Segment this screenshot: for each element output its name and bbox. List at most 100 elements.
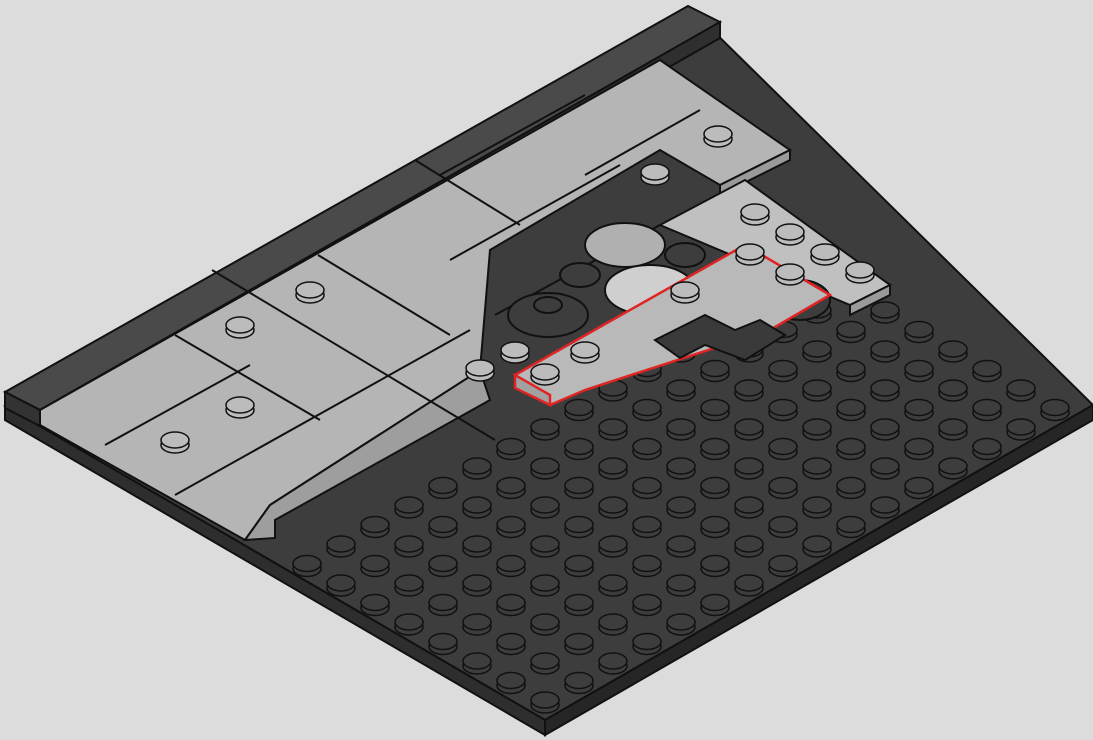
baseplate-stud	[497, 556, 525, 577]
baseplate-stud	[701, 595, 729, 616]
baseplate-stud	[599, 536, 627, 557]
baseplate-stud	[803, 536, 831, 557]
baseplate-stud	[939, 419, 967, 440]
tile-stud	[226, 397, 254, 418]
baseplate-stud	[633, 517, 661, 538]
baseplate-stud	[701, 478, 729, 499]
baseplate-stud	[837, 400, 865, 421]
baseplate-stud	[1041, 400, 1069, 421]
baseplate-stud	[463, 575, 491, 596]
baseplate-stud	[701, 556, 729, 577]
baseplate-stud	[803, 380, 831, 401]
baseplate-stud	[599, 614, 627, 635]
tile-stud	[571, 342, 599, 363]
baseplate-stud	[667, 614, 695, 635]
tile-stud	[501, 342, 529, 363]
baseplate-stud	[769, 361, 797, 382]
baseplate-stud	[497, 673, 525, 694]
tile-stud	[226, 317, 254, 338]
baseplate-stud	[429, 478, 457, 499]
baseplate-stud	[701, 361, 729, 382]
baseplate-stud	[463, 536, 491, 557]
tile-stud	[641, 164, 669, 185]
baseplate-stud	[701, 439, 729, 460]
baseplate-stud	[565, 478, 593, 499]
baseplate-stud	[429, 634, 457, 655]
baseplate-stud	[565, 595, 593, 616]
baseplate-stud	[633, 478, 661, 499]
baseplate-stud	[361, 556, 389, 577]
baseplate-stud	[803, 419, 831, 440]
baseplate-stud	[973, 439, 1001, 460]
baseplate-stud	[1007, 380, 1035, 401]
baseplate-stud	[939, 458, 967, 479]
baseplate-stud	[395, 614, 423, 635]
baseplate-stud	[497, 439, 525, 460]
baseplate-stud	[361, 595, 389, 616]
baseplate-stud	[293, 556, 321, 577]
baseplate-stud	[837, 361, 865, 382]
baseplate-stud	[837, 517, 865, 538]
tile-stud	[736, 244, 764, 265]
tile-stud	[466, 360, 494, 381]
baseplate-stud	[327, 575, 355, 596]
baseplate-stud	[531, 614, 559, 635]
baseplate-stud	[599, 458, 627, 479]
baseplate-stud	[769, 439, 797, 460]
baseplate-stud	[599, 575, 627, 596]
baseplate-stud	[871, 497, 899, 518]
baseplate-stud	[837, 478, 865, 499]
tile-stud	[811, 244, 839, 265]
baseplate-stud	[769, 478, 797, 499]
baseplate-stud	[531, 497, 559, 518]
baseplate-stud	[565, 400, 593, 421]
baseplate-stud	[837, 439, 865, 460]
baseplate-stud	[905, 478, 933, 499]
baseplate-stud	[735, 575, 763, 596]
baseplate-stud	[803, 341, 831, 362]
baseplate-stud	[871, 458, 899, 479]
baseplate-stud	[395, 497, 423, 518]
baseplate-stud	[633, 595, 661, 616]
tile-stud	[776, 224, 804, 245]
tile-stud	[531, 364, 559, 385]
baseplate-stud	[769, 400, 797, 421]
tile-stud	[704, 126, 732, 147]
baseplate-stud	[531, 458, 559, 479]
baseplate-stud	[497, 634, 525, 655]
baseplate-stud	[667, 575, 695, 596]
baseplate-stud	[973, 361, 1001, 382]
baseplate-stud	[497, 517, 525, 538]
baseplate-stud	[395, 536, 423, 557]
baseplate-stud	[667, 497, 695, 518]
baseplate-stud	[1007, 419, 1035, 440]
baseplate-stud	[463, 497, 491, 518]
baseplate-stud	[531, 419, 559, 440]
baseplate-stud	[565, 556, 593, 577]
baseplate-stud	[463, 458, 491, 479]
baseplate-stud	[871, 380, 899, 401]
tile-stud	[776, 264, 804, 285]
baseplate-stud	[939, 341, 967, 362]
baseplate-stud	[633, 634, 661, 655]
baseplate-stud	[327, 536, 355, 557]
tile-stud	[671, 282, 699, 303]
baseplate-stud	[905, 439, 933, 460]
tile-stud	[741, 204, 769, 225]
baseplate-stud	[701, 400, 729, 421]
baseplate-stud	[735, 458, 763, 479]
baseplate-stud	[667, 536, 695, 557]
baseplate-stud	[701, 517, 729, 538]
baseplate-stud	[395, 575, 423, 596]
baseplate-stud	[939, 380, 967, 401]
baseplate-stud	[531, 536, 559, 557]
baseplate-stud	[463, 614, 491, 635]
baseplate-stud	[361, 517, 389, 538]
baseplate-stud	[667, 380, 695, 401]
baseplate-stud	[905, 400, 933, 421]
baseplate-stud	[429, 556, 457, 577]
baseplate-stud	[497, 478, 525, 499]
baseplate-stud	[735, 380, 763, 401]
tile-stud	[846, 262, 874, 283]
baseplate-stud	[769, 556, 797, 577]
